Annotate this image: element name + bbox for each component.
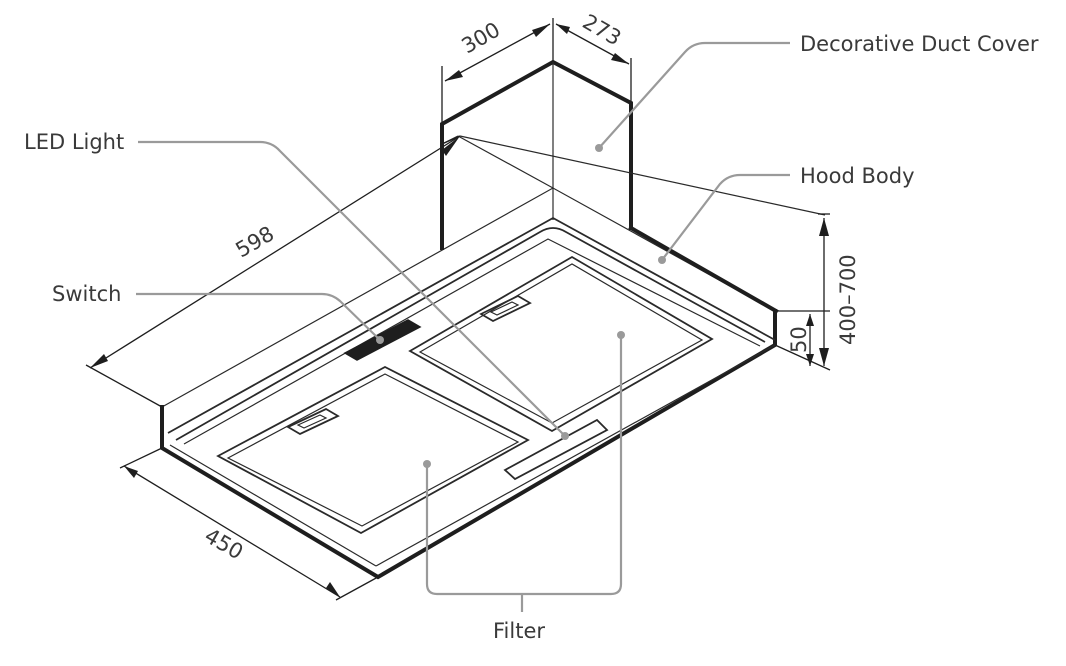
leader-duct-cover [595,41,790,152]
dim-body-width: 598 [232,221,279,262]
leader-filter [423,331,625,612]
dim-total-height: 400–700 [836,254,860,345]
filter-back [408,255,714,433]
label-decorative-duct-cover: Decorative Duct Cover [800,32,1039,56]
dim-width [85,135,826,408]
filter-handle-back [479,294,532,323]
dim-depth [119,447,379,601]
label-switch: Switch [52,282,121,306]
dim-height [774,213,831,371]
label-filter: Filter [493,619,545,643]
filter-front [216,365,530,535]
leader-led-light [138,140,569,440]
label-hood-body: Hood Body [800,164,915,188]
dim-duct-width: 273 [579,10,626,51]
decorative-duct-cover [440,59,779,314]
dim-body-thickness: 50 [787,326,811,353]
label-led-light: LED Light [24,130,124,154]
filter-handle-front [286,407,340,436]
dim-duct [441,18,632,124]
leader-switch [136,292,384,344]
dim-body-depth: 450 [201,524,248,565]
leader-hood-body [658,173,790,264]
